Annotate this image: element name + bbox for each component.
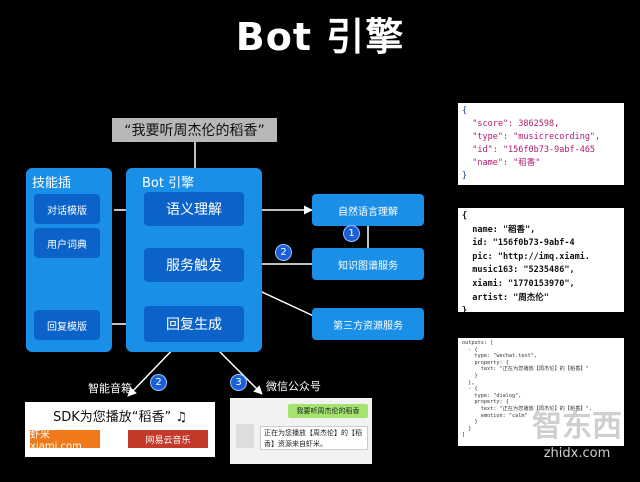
code-line: } xyxy=(462,419,478,426)
reply-template-box: 回复模版 xyxy=(34,310,100,340)
code-line: }, xyxy=(462,379,475,386)
code-line: } xyxy=(462,372,478,379)
code-line: } xyxy=(462,306,468,312)
code-line: } xyxy=(462,425,472,432)
code-line: name: "稻香", xyxy=(462,224,536,235)
wechat-user-bubble: 我要听周杰伦的稻香 xyxy=(288,404,368,418)
user-dictionary-box: 用户词典 xyxy=(34,228,100,258)
engine-panel-title: Bot 引擎 xyxy=(142,176,195,191)
code-line: - { xyxy=(462,386,478,393)
code-line: "score": 3862598, xyxy=(462,119,560,129)
dialog-template-box: 对话模版 xyxy=(34,194,100,224)
code-line: type: "dialog", xyxy=(462,392,522,399)
code-line: "type": "musicrecording", xyxy=(462,132,601,142)
watermark-logo: 智东西 xyxy=(532,409,622,444)
code-line: { xyxy=(462,211,468,221)
code-line: xiami: "1770153970", xyxy=(462,278,575,289)
code-line: artist: "周杰伦" xyxy=(462,292,549,303)
code-line: ] xyxy=(462,432,466,439)
code-line: { xyxy=(462,106,468,116)
step-badge-3-wechat: 3 xyxy=(230,374,247,391)
code-line: id: "156f0b73-9abf-4 xyxy=(462,238,575,249)
page-title: Bot 引擎 xyxy=(235,15,405,59)
skill-panel-title: 技能插 xyxy=(32,176,72,191)
sdk-playback-card: SDK为您播放“稻香” ♫ 虾米 xiami.com 网易云音乐 xyxy=(25,402,215,457)
code-line: } xyxy=(462,171,468,181)
code-line: property: { xyxy=(462,359,509,366)
wechat-chat-card: 我要听周杰伦的稻香 正在为您播放【周杰伦】的【稻香】资源来自虾米。 xyxy=(230,398,372,464)
code-line: emotion: "calm" xyxy=(462,412,528,419)
service-trigger-box: 服务触发 xyxy=(144,248,244,282)
code-line: text: "正在为您播放【周杰伦】的【稻香】", xyxy=(462,405,592,412)
code-line: outputs: [ xyxy=(462,340,494,346)
code-line: music163: "5235486", xyxy=(462,265,575,276)
knowledge-graph-box: 知识图谱服务 xyxy=(312,248,424,280)
wechat-label: 微信公众号 xyxy=(266,380,321,393)
smart-speaker-label: 智能音箱 xyxy=(88,382,132,395)
nlu-service-box: 自然语言理解 xyxy=(312,194,424,226)
code-line: "id": "156f0b73-9abf-465 xyxy=(462,145,596,155)
code-line: "name": "稻香" xyxy=(462,158,541,168)
code-line: text: "正在为您播放【周杰伦】的【稻香】" xyxy=(462,366,589,373)
code-line: type: "wechat.text", xyxy=(462,353,537,360)
step-badge-2: 2 xyxy=(275,244,292,261)
reply-generation-box: 回复生成 xyxy=(144,306,244,342)
code-panel-score: { "score": 3862598, "type": "musicrecord… xyxy=(458,103,624,185)
code-panel-metadata: { name: "稻香", id: "156f0b73-9abf-4 pic: … xyxy=(458,208,624,312)
code-line: pic: "http://imq.xiami. xyxy=(462,251,590,262)
netease-music-logo: 网易云音乐 xyxy=(128,430,208,448)
code-line: property: { xyxy=(462,399,509,406)
watermark-url: zhidx.com xyxy=(543,446,611,461)
step-badge-2-speaker: 2 xyxy=(150,374,167,391)
user-query: “我要听周杰伦的稻香” xyxy=(112,118,277,142)
sdk-playback-text: SDK为您播放“稻香” ♫ xyxy=(52,410,188,425)
xiami-logo: 虾米 xiami.com xyxy=(30,430,100,452)
step-badge-1: 1 xyxy=(343,225,360,242)
third-party-box: 第三方资源服务 xyxy=(312,308,424,340)
semantic-understanding-box: 语义理解 xyxy=(144,192,244,226)
avatar xyxy=(236,424,254,448)
wechat-bot-bubble: 正在为您播放【周杰伦】的【稻香】资源来自虾米。 xyxy=(260,426,368,450)
code-panel-outputs: outputs: [ - { type: "wechat.text", prop… xyxy=(458,338,624,446)
code-line: - { xyxy=(462,346,478,353)
